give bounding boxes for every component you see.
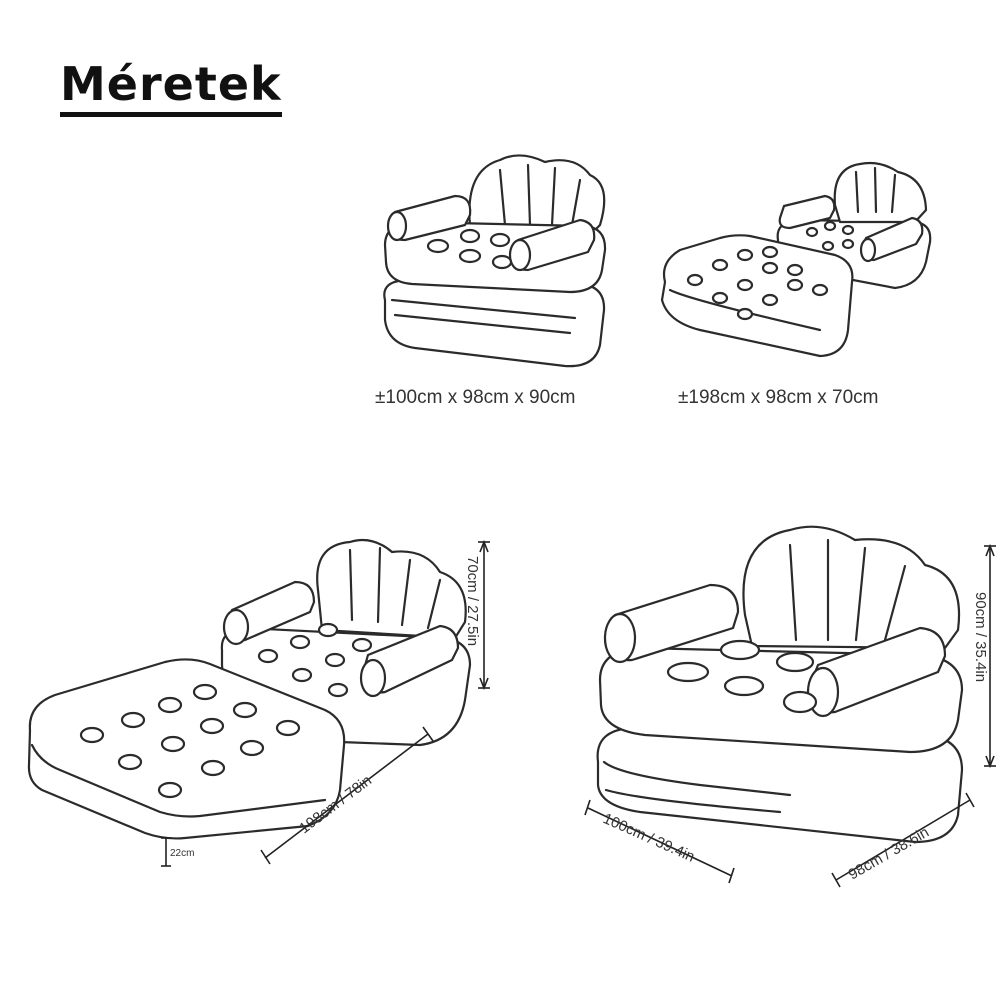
chair-height-dimension xyxy=(984,543,996,769)
bed-length-dimension xyxy=(260,726,434,865)
chair-large-illustration xyxy=(596,525,964,844)
bed-height-label: 70cm / 27.5in xyxy=(464,556,481,646)
page-title: Méretek xyxy=(60,58,282,117)
chair-height-label: 90cm / 35.4in xyxy=(972,592,989,682)
bed-small-caption: ±198cm x 98cm x 70cm xyxy=(678,387,879,408)
bed-thickness-label: 22cm xyxy=(170,848,194,859)
bed-large-illustration xyxy=(27,538,472,840)
bed-small-illustration xyxy=(660,161,932,358)
chair-width-dimension xyxy=(584,799,735,884)
chair-small-illustration xyxy=(383,154,607,368)
chair-small-caption: ±100cm x 98cm x 90cm xyxy=(375,387,576,408)
chair-width-label: 100cm / 39.4in xyxy=(600,810,697,866)
bed-height-dimension xyxy=(478,539,490,691)
chair-depth-dimension xyxy=(831,792,975,888)
bed-thickness-dimension xyxy=(161,837,171,867)
